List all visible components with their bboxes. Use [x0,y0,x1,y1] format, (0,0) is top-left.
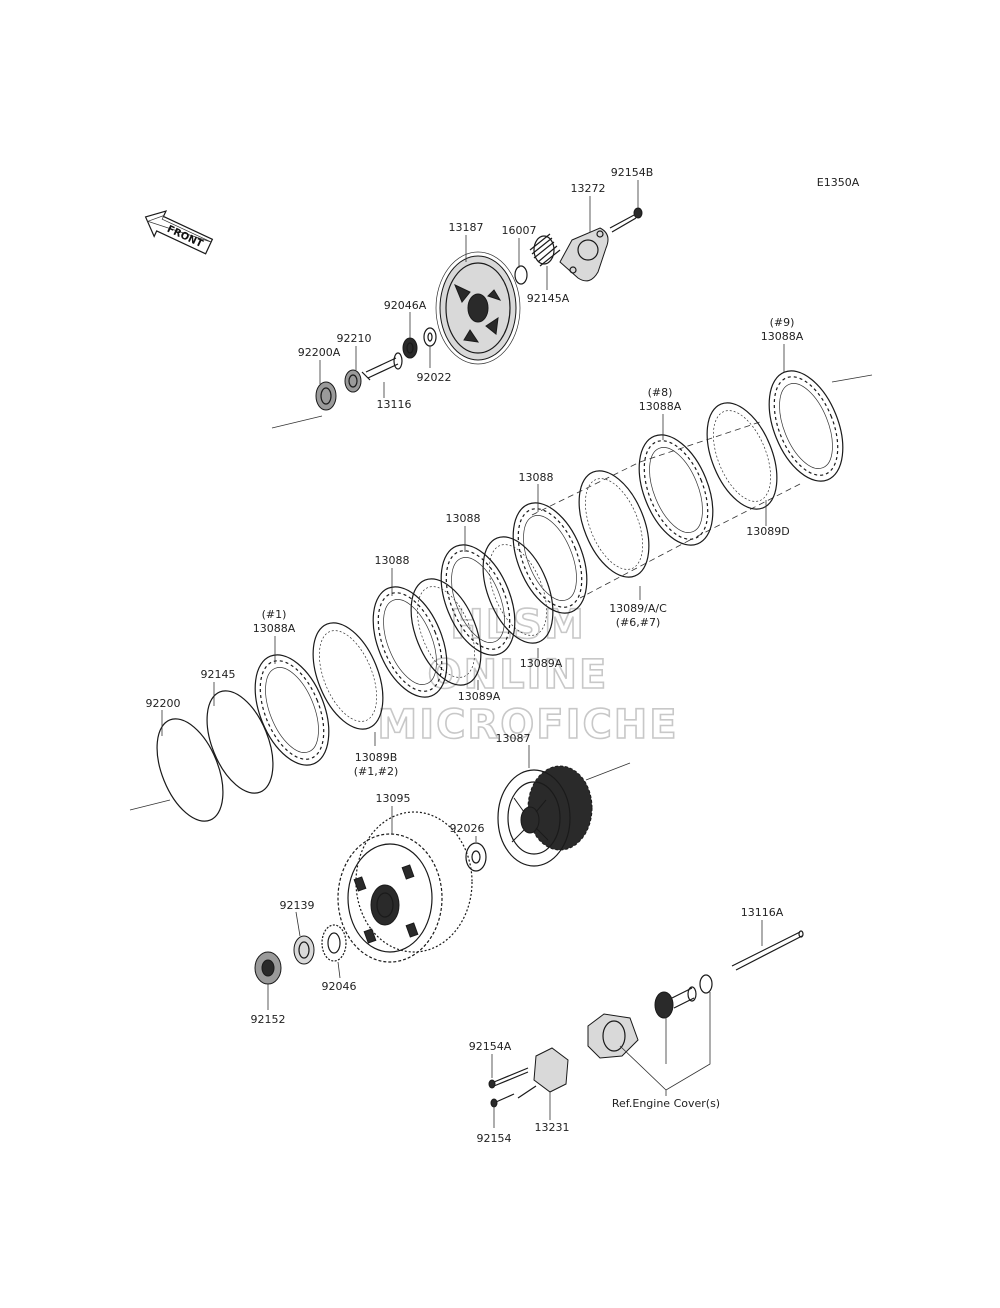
ring-92145 [206,690,274,794]
part-label-13272: 13272 [571,182,606,195]
part-label-13088-a: 13088 [375,554,410,567]
part-label-13088a-8: 13088A [639,400,682,413]
part-label-16007: 16007 [502,224,537,237]
engine-cover-reference: Ref.Engine Cover(s) [612,1097,720,1110]
bearing-92210 [344,369,362,393]
washer-92022 [423,327,437,347]
part-label-13088a-1: 13088A [253,622,296,635]
part-label-92022: 92022 [417,371,452,384]
front-arrow-icon: FRONT [144,210,214,255]
part-label-92145a: 92145A [527,292,570,305]
part-label-13231: 13231 [535,1121,570,1134]
part-label-13089a-a: 13089A [520,657,563,670]
bearing-92046a [402,337,418,359]
friction-plate-13088a-1 [254,654,330,766]
part-label-13089b-tag: (#1,#2) [354,765,399,778]
clutch-housing-13095 [337,811,473,963]
steel-plate-13089a-a [482,536,554,644]
rod-13116a [731,930,804,971]
part-label-92152: 92152 [251,1013,286,1026]
spring-92145a [529,233,561,267]
part-label-92200: 92200 [146,697,181,710]
part-label-13087: 13087 [496,732,531,745]
part-label-13088-c: 13088 [519,471,554,484]
watermark-line-3: MICROFICHE [377,702,678,748]
seal-92200a [315,381,337,411]
rod-13116 [361,352,403,381]
watermark-line-2: ONLINE [428,652,609,698]
part-label-92026: 92026 [450,822,485,835]
part-label-13116a: 13116A [741,906,784,919]
friction-plate-13088a-8 [638,434,714,546]
part-label-13089a-b: 13089A [458,690,501,703]
needle-bearing-92046 [321,924,347,962]
part-label-92200a: 92200A [298,346,341,359]
release-housing [587,1013,639,1059]
part-label-13116: 13116 [377,398,412,411]
engine-cover-ref-bracket [619,992,711,1096]
ring-release [699,974,713,994]
axis-guide-upper [271,374,873,429]
friction-plate-13088-a [372,586,448,698]
part-label-92154: 92154 [477,1132,512,1145]
friction-plate-13088-c [512,502,588,614]
part-label-92139: 92139 [280,899,315,912]
part-label-13088a-9: 13088A [761,330,804,343]
part-label-92145: 92145 [201,668,236,681]
release-lever-13231 [517,1047,569,1099]
bolt-92154b [609,207,643,233]
part-label-13088a-9-tag: (#9) [770,316,795,329]
steel-plate-13089-a-c [578,470,650,578]
ring-92200 [156,718,224,822]
part-label-13089b: 13089B [355,751,398,764]
part-label-13088-b: 13088 [446,512,481,525]
pressure-plate-13187 [435,251,521,365]
part-label-92046: 92046 [322,980,357,993]
plate-13272 [559,227,609,282]
bolt-92154a [488,1067,529,1089]
watermark-line-1: HLSM [450,602,586,648]
clutch-hub-13087 [497,765,593,867]
part-labels: 92154B 13272 16007 13187 92145A 92046A 9… [146,166,804,1145]
part-label-13095: 13095 [376,792,411,805]
watermark: HLSM ONLINE MICROFICHE [377,601,678,749]
part-label-13088a-8-tag: (#8) [648,386,673,399]
seal-92152 [254,951,282,985]
steel-plate-13089a-b [410,578,482,686]
friction-plate-13088a-9 [768,370,844,482]
part-label-92046a: 92046A [384,299,427,312]
axis-guide-middle [129,762,631,811]
part-label-13088a-1-tag: (#1) [262,608,287,621]
part-label-13089d: 13089D [746,525,789,538]
part-label-13089-a-c: 13089/A/C [609,602,667,615]
washer-92026 [465,842,487,872]
diagram-code: E1350A [817,176,860,189]
leader-lines [161,180,785,1128]
steel-plate-13089b [312,622,384,730]
friction-plate-13088-b [440,544,516,656]
part-label-13187: 13187 [449,221,484,234]
part-label-92154b: 92154B [611,166,654,179]
steel-plate-13089d [706,402,778,510]
part-label-13089-a-c-tag: (#6,#7) [616,616,661,629]
bolt-92154 [490,1093,515,1108]
ring-16007 [514,265,528,285]
release-bearing [654,986,697,1019]
part-label-92210: 92210 [337,332,372,345]
plate-group-bracket [531,421,801,599]
part-label-92154a: 92154A [469,1040,512,1053]
front-label: FRONT [165,224,204,250]
collar-92139 [293,935,315,965]
